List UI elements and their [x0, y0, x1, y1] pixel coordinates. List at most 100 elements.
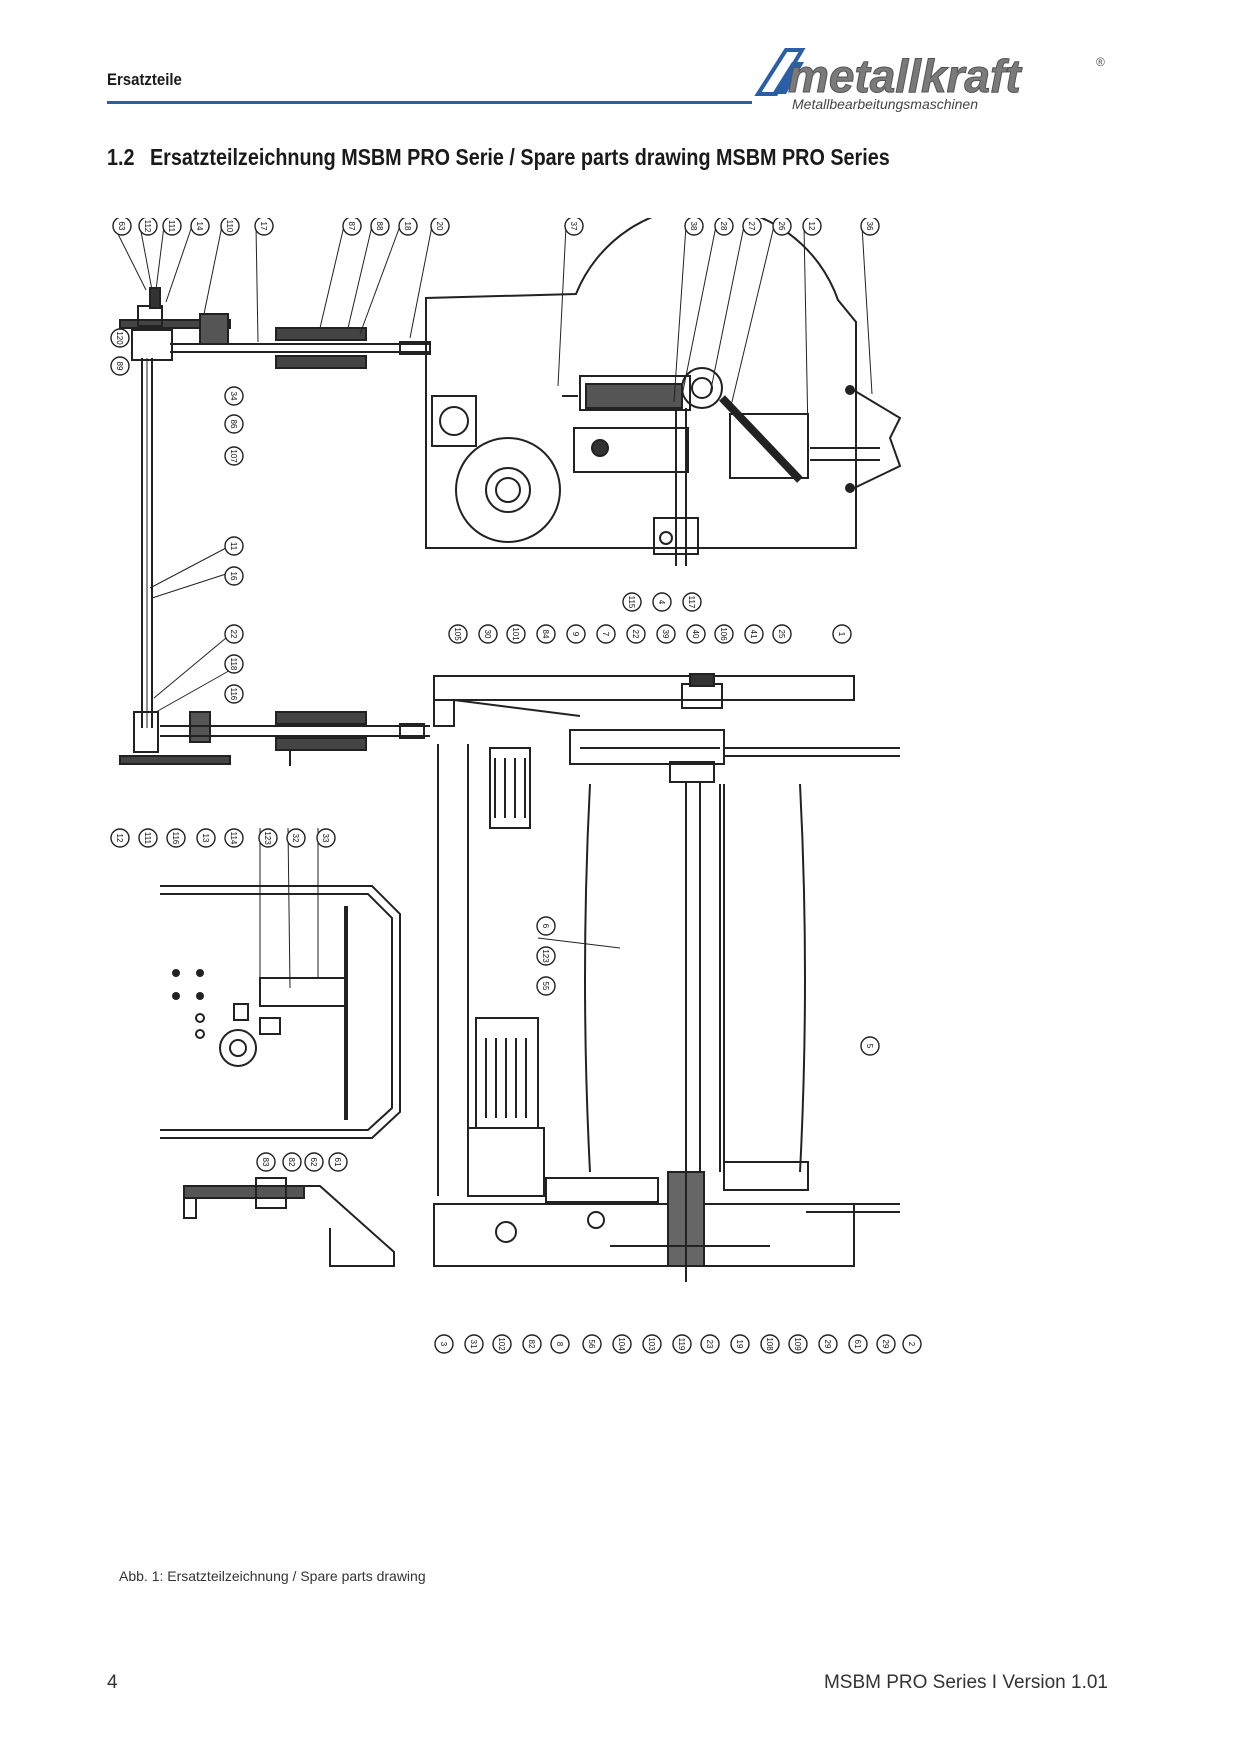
callout-label: 41 — [749, 630, 758, 639]
callout-label: 2 — [907, 1342, 916, 1347]
callout-label: 39 — [661, 630, 670, 639]
callout-circle — [256, 1152, 276, 1172]
callout-label: 9 — [571, 632, 580, 637]
callout-circle — [536, 624, 556, 644]
callout-label: 17 — [259, 222, 268, 231]
callout-label: 5 — [865, 1044, 874, 1049]
callout-circle — [582, 1334, 602, 1354]
logo-mark-icon — [754, 48, 806, 96]
callout-label: 118 — [229, 658, 238, 671]
callout-label: 7 — [601, 632, 610, 637]
document-version: MSBM PRO Series I Version 1.01 — [823, 1672, 1108, 1693]
callout-circle — [282, 1152, 302, 1172]
callout-circle — [434, 1334, 454, 1354]
inset-detail — [160, 885, 401, 1139]
callout-circle — [110, 328, 130, 348]
callout-label: 34 — [229, 392, 238, 401]
callout-circle — [478, 624, 498, 644]
callout-circle — [772, 624, 792, 644]
section-detail — [183, 1177, 395, 1267]
callout-label: 104 — [617, 1337, 626, 1351]
callout-label: 13 — [201, 834, 210, 843]
logo-mark-fill-icon — [772, 62, 804, 94]
callout-circle — [818, 1334, 838, 1354]
callout-circle — [876, 1334, 896, 1354]
callout-label: 33 — [321, 834, 330, 843]
spare-parts-drawing: 6311211114110178788182037382827261236120… — [110, 218, 922, 1354]
callout-label: 123 — [541, 949, 550, 963]
callout-label: 111 — [167, 220, 176, 233]
callout-label: 3 — [439, 1342, 448, 1347]
callout-label: 8 — [555, 1342, 564, 1347]
callout-circle — [224, 386, 244, 406]
callout-circle — [832, 624, 852, 644]
callout-circle — [730, 1334, 750, 1354]
callout-circle — [596, 624, 616, 644]
callout-circle — [316, 828, 336, 848]
callout-label: 82 — [527, 1340, 536, 1349]
callout-circle — [536, 916, 556, 936]
callout-label: 28 — [719, 222, 728, 231]
callout-label: 29 — [881, 1340, 890, 1349]
callout-label: 84 — [541, 630, 550, 639]
callout-circle — [258, 828, 278, 848]
callout-label: 56 — [587, 1340, 596, 1349]
callout-label: 4 — [657, 600, 666, 605]
callout-circle — [304, 1152, 324, 1172]
callout-label: 37 — [569, 222, 578, 231]
callout-label: 14 — [195, 222, 204, 231]
upper-right-assembly — [425, 218, 902, 566]
callout-label: 31 — [469, 1340, 478, 1349]
page-number: 4 — [107, 1672, 118, 1693]
callout-circle — [760, 1334, 780, 1354]
callout-circle — [138, 828, 158, 848]
callout-circle — [622, 592, 642, 612]
callout-label: 25 — [777, 630, 786, 639]
callout-label: 114 — [229, 832, 238, 845]
callout-circle — [110, 828, 130, 848]
callout-circle — [166, 828, 186, 848]
callout-circle — [564, 218, 584, 236]
callout-circle — [254, 218, 274, 236]
logo-text: metallkraft — [788, 50, 1022, 102]
callout-circle — [860, 1036, 880, 1056]
callout-circle — [744, 624, 764, 644]
callout-label: 1 — [837, 632, 846, 637]
callout-circle — [550, 1334, 570, 1354]
callout-label: 40 — [691, 630, 700, 639]
callout-label: 6 — [541, 924, 550, 929]
callout-label: 38 — [689, 222, 698, 231]
callout-circle — [224, 566, 244, 586]
callout-label: 20 — [435, 222, 444, 231]
callout-label: 12 — [115, 834, 124, 843]
callout-circle — [190, 218, 210, 236]
callout-circle — [566, 624, 586, 644]
callout-circle — [138, 218, 158, 236]
logo-registered: ® — [1096, 55, 1105, 69]
callout-label: 22 — [631, 630, 640, 639]
callout-label: 32 — [291, 834, 300, 843]
callout-circle — [536, 946, 556, 966]
header-rule — [107, 101, 752, 104]
callout-label: 108 — [765, 1337, 774, 1351]
callout-label: 19 — [735, 1340, 744, 1349]
callout-label: 115 — [627, 596, 636, 609]
callout-label: 103 — [647, 1337, 656, 1351]
callout-circle — [328, 1152, 348, 1172]
callout-label: 88 — [375, 222, 384, 231]
callout-label: 63 — [117, 222, 126, 231]
header-label: Ersatzteile — [107, 70, 182, 89]
callout-label: 119 — [677, 1338, 686, 1351]
callout-circle — [902, 1334, 922, 1354]
callout-circle — [224, 654, 244, 674]
callout-label: 18 — [403, 222, 412, 231]
callout-label: 27 — [747, 222, 756, 231]
callout-label: 89 — [115, 362, 124, 371]
callout-label: 116 — [171, 832, 180, 845]
callout-label: 102 — [497, 1337, 506, 1351]
callout-circle — [536, 976, 556, 996]
callout-label: 26 — [777, 222, 786, 231]
callout-circle — [224, 446, 244, 466]
callout-circle — [684, 218, 704, 236]
